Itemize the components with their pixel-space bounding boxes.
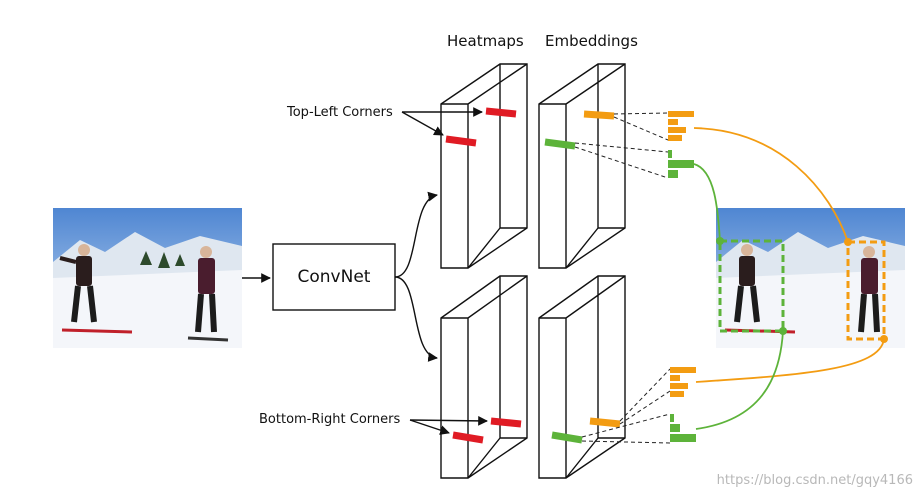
emb-top-green (544, 138, 576, 150)
green-curve-bottom (695, 330, 784, 430)
br-pointer-2 (409, 419, 450, 435)
convnet-label: ConvNet (298, 267, 371, 287)
skier-left (59, 244, 133, 334)
embedding-bottom (538, 275, 626, 479)
embedding-vector-green-bottom (670, 414, 696, 442)
emb-bottom-green (551, 431, 583, 444)
heatmap-top (440, 63, 528, 269)
skier-right-output (858, 246, 880, 333)
branch-arrow-bottom (394, 276, 438, 362)
top-left-corners-label: Top-Left Corners (286, 105, 393, 120)
green-curve-top (693, 163, 721, 242)
branch-arrow-top (394, 191, 438, 278)
tl-pointer-2 (401, 111, 444, 136)
orange-bounding-box (846, 240, 886, 341)
convnet-box (272, 243, 396, 311)
embedding-vector-orange-bottom (670, 367, 696, 397)
tl-mark-2 (445, 135, 477, 147)
br-mark-2 (452, 431, 484, 444)
emb-bottom-orange (589, 417, 621, 428)
embedding-vector-orange-top (668, 111, 694, 141)
emb-top-orange (583, 110, 615, 120)
orange-corner-br (880, 335, 888, 343)
green-corner-tl (716, 237, 724, 245)
orange-curve-bottom (695, 338, 885, 383)
green-corner-br (779, 327, 787, 335)
projection-lines (574, 112, 671, 444)
embedding-vector-green-top (668, 150, 694, 178)
embedding-top (538, 63, 626, 269)
heatmap-bottom (440, 275, 528, 479)
tl-mark-1 (485, 107, 517, 118)
output-image (716, 208, 905, 348)
skier-right (187, 246, 229, 342)
embeddings-header: Embeddings (545, 32, 638, 50)
input-image (53, 208, 242, 348)
orange-corner-tl (844, 238, 852, 246)
heatmaps-header: Heatmaps (447, 32, 524, 50)
br-pointer-1 (409, 415, 488, 426)
br-mark-1 (490, 417, 522, 428)
orange-curve-top (693, 127, 849, 243)
bottom-right-corners-label: Bottom-Right Corners (259, 412, 400, 427)
watermark: https://blog.csdn.net/gqy4166 (717, 473, 913, 488)
